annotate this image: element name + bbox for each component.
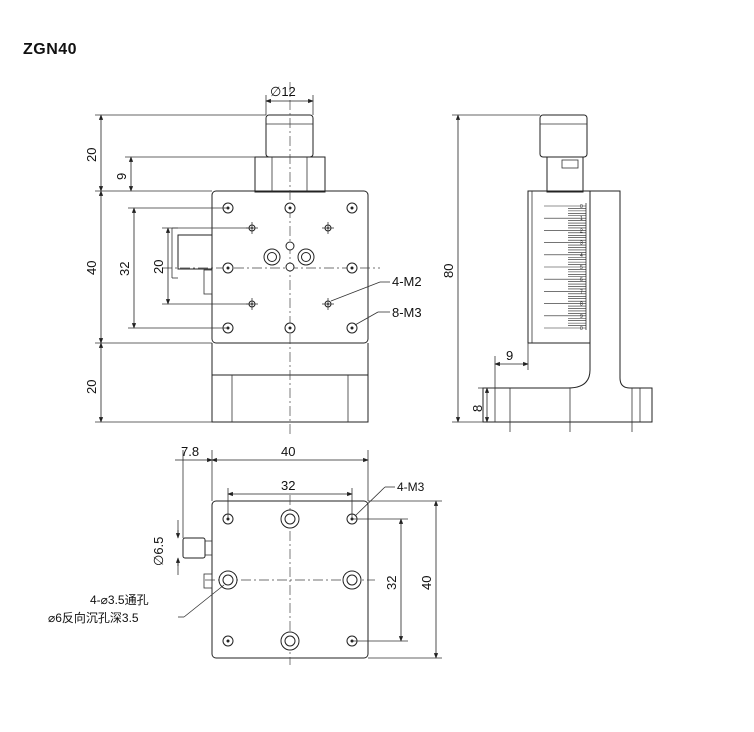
side-bracket [482,190,653,423]
scale-tick-label: 4 [580,253,583,259]
scale-tick-label: 3 [580,241,583,247]
dim-7-8: 7.8 [181,444,199,459]
front-dimensions: ∅12 20 9 40 32 20 20 4-M2 8-M3 [84,84,422,423]
label-counterbore: ⌀6反向沉孔深3.5 [48,610,139,625]
counterbore-holes [218,509,362,651]
scale-tick-label: 5 [580,265,583,271]
bottom-view: 7.8 40 32 ∅6.5 32 40 4-M3 4-⌀3.5通孔 ⌀6反向沉… [48,444,442,665]
bottom-knob [182,537,206,559]
bottom-m3-holes [222,513,358,647]
label-through-hole: 4-⌀3.5通孔 [90,593,149,607]
dim-bottom-32-right: 32 [384,576,399,590]
dim-20-bottom: 20 [84,380,99,394]
dim-20-top: 20 [84,148,99,162]
dim-9: 9 [114,173,129,180]
scale-tick-label: 6 [580,277,583,283]
dim-dia-6-5: ∅6.5 [151,537,166,566]
dim-32: 32 [117,262,132,276]
front-view [162,82,390,435]
dim-bottom-40: 40 [281,444,295,459]
scale-tick-label: 8 [580,302,583,308]
center-holes [263,241,315,272]
scale-tick-label: 1 [580,216,583,222]
scale-tick-label: 9 [580,314,583,320]
dim-80: 80 [441,264,456,278]
dim-20-inner: 20 [151,260,166,274]
model-title: ZGN40 [23,41,78,58]
dim-bottom-32: 32 [281,478,295,493]
side-knob [539,114,588,158]
scale-ticks: 0 1 2 3 4 5 6 7 8 9 0 [544,204,586,332]
dim-knob-dia: ∅12 [270,84,296,99]
scale-tick-label: 0 [580,326,583,332]
label-4-m3: 4-M3 [397,480,425,494]
label-4-m2: 4-M2 [392,274,422,289]
dim-bottom-40-right: 40 [419,576,434,590]
scale-tick-label: 0 [580,204,583,210]
knob [265,114,314,158]
scale-tick-label: 7 [580,289,583,295]
dim-side-8: 8 [470,405,485,412]
side-handle [177,234,213,270]
m2-holes [246,222,334,310]
scale-tick-label: 2 [580,228,583,234]
dim-side-9: 9 [506,348,513,363]
label-8-m3: 8-M3 [392,305,422,320]
dim-40: 40 [84,261,99,275]
side-view: 0 1 2 3 4 5 6 7 8 9 0 80 9 8 [441,114,653,432]
